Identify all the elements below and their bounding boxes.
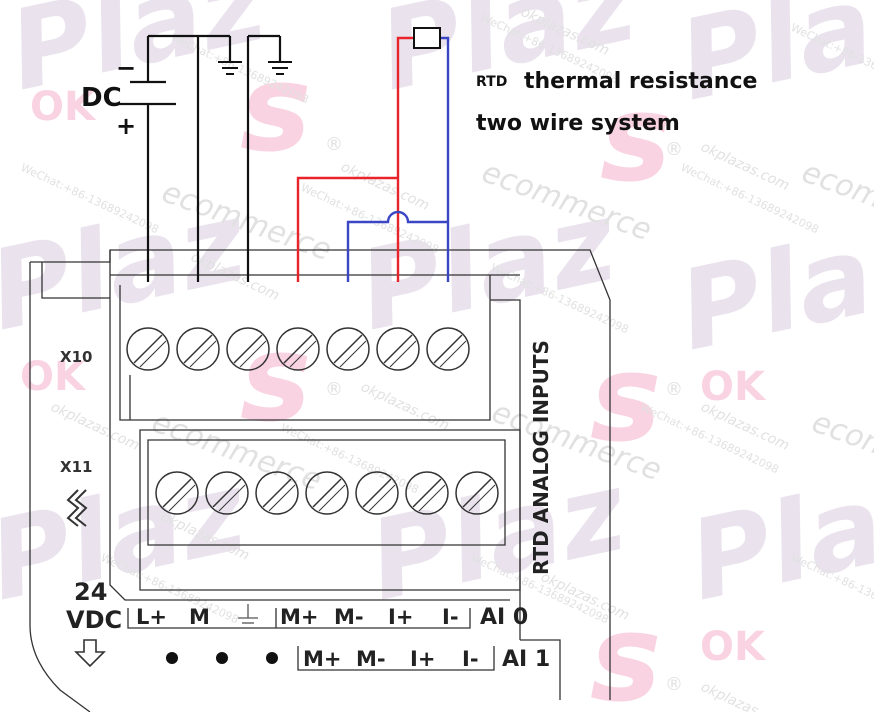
terminal-screw (405, 471, 449, 515)
housing-left-edge (29, 262, 91, 713)
housing-top-edge (30, 249, 611, 700)
blue-wire-m-minus (346, 210, 448, 282)
dc-label: DC (81, 83, 122, 113)
terminal-screw (176, 327, 220, 371)
lower-right-edge (520, 639, 561, 700)
x10-label: X10 (60, 348, 92, 366)
vdc-value-label: 24 (74, 578, 107, 606)
watermark-site: okplazas.com (358, 379, 451, 434)
watermark-brand: Plaz (669, 197, 874, 376)
housing-notch (41, 262, 110, 299)
red-wire-i-plus (396, 36, 414, 282)
module-housing (29, 249, 611, 713)
watermark-ok: OK (20, 354, 87, 400)
vdc-unit-label: VDC (66, 606, 122, 634)
watermark-registered: ® (325, 134, 343, 155)
x11-terminal-screws (155, 471, 499, 515)
terminal-label-m-plus: M+ (280, 605, 319, 629)
terminal-screw (326, 327, 370, 371)
watermark-ok: OK (700, 624, 767, 670)
x10-terminal-screws (126, 327, 470, 371)
terminal-label-m-plus-2: M+ (303, 647, 342, 671)
channel-label-ai0: AI 0 (480, 605, 528, 630)
terminal-label-m-minus-2: M- (356, 647, 386, 671)
channel-label-ai1: AI 1 (502, 647, 550, 672)
lower-block-frame (109, 420, 510, 601)
terminal-row-2: M+ M- I+ I- AI 1 (166, 646, 550, 672)
terminal-screw (276, 327, 320, 371)
watermark-registered: ® (665, 674, 683, 695)
watermark-registered: ® (665, 139, 683, 160)
watermark-site: okplazas.com (698, 679, 791, 712)
terminal-screw (155, 471, 199, 515)
rtd-prefix-label: RTD (476, 74, 507, 90)
unused-terminal-dot (266, 652, 278, 664)
terminal-screw (255, 471, 299, 515)
watermark-ok: OK (30, 84, 97, 130)
terminal-screw (426, 327, 470, 371)
terminal-screw (226, 327, 270, 371)
ground-symbol (268, 61, 292, 75)
terminal-row-1: L+ M M+ M- I+ I- AI 0 (127, 604, 528, 630)
watermark-s: s (590, 330, 661, 469)
upper-terminal-block (119, 275, 491, 421)
lower-terminal-block (139, 429, 521, 591)
terminal-label-i-minus: I- (442, 605, 459, 629)
ground-terminal-icon (238, 604, 258, 629)
rtd-red-wiring (296, 36, 414, 282)
watermark-s: s (240, 40, 311, 179)
rtd-blue-wiring (346, 36, 450, 282)
unused-terminal-dot (216, 652, 228, 664)
watermark-ok: OK (700, 364, 767, 410)
terminal-label-m: M (189, 605, 210, 629)
terminal-screw (126, 327, 170, 371)
terminal-label-i-minus-2: I- (462, 647, 479, 671)
side-label: RTD ANALOG INPUTS (529, 340, 553, 575)
terminal-screw (205, 471, 249, 515)
dc-plus-label: + (116, 112, 136, 140)
rtd-sensor-resistor (413, 27, 441, 49)
ground-symbol (218, 61, 242, 75)
terminal-label-i-plus-2: I+ (410, 647, 435, 671)
dc-supply-wiring (120, 34, 282, 282)
terminal-screw (376, 327, 420, 371)
terminal-screw (355, 471, 399, 515)
terminal-screw (305, 471, 349, 515)
terminal-label-m-minus: M- (334, 605, 364, 629)
watermark-registered: ® (665, 379, 683, 400)
watermark-s: s (600, 70, 671, 209)
shield-symbol-icon (66, 489, 88, 527)
watermark-s: s (590, 590, 661, 712)
watermark-brand: Plaz (669, 0, 874, 125)
watermark-registered: ® (325, 379, 343, 400)
blue-wire-i-minus (440, 36, 450, 282)
rtd-title: thermal resistance (524, 69, 757, 94)
rtd-subtitle: two wire system (476, 111, 680, 136)
unused-terminal-dot (166, 652, 178, 664)
dc-minus-label: − (116, 54, 136, 82)
red-wire-m-plus (296, 176, 398, 282)
terminal-label-l-plus: L+ (136, 605, 167, 629)
terminal-label-i-plus: I+ (388, 605, 413, 629)
down-arrow-icon (74, 639, 106, 668)
watermark-site: okplazas.com (48, 399, 141, 454)
terminal-screw (455, 471, 499, 515)
watermark-s: s (240, 310, 311, 449)
x11-label: X11 (60, 458, 92, 476)
lower-terminal-inner (147, 439, 506, 546)
